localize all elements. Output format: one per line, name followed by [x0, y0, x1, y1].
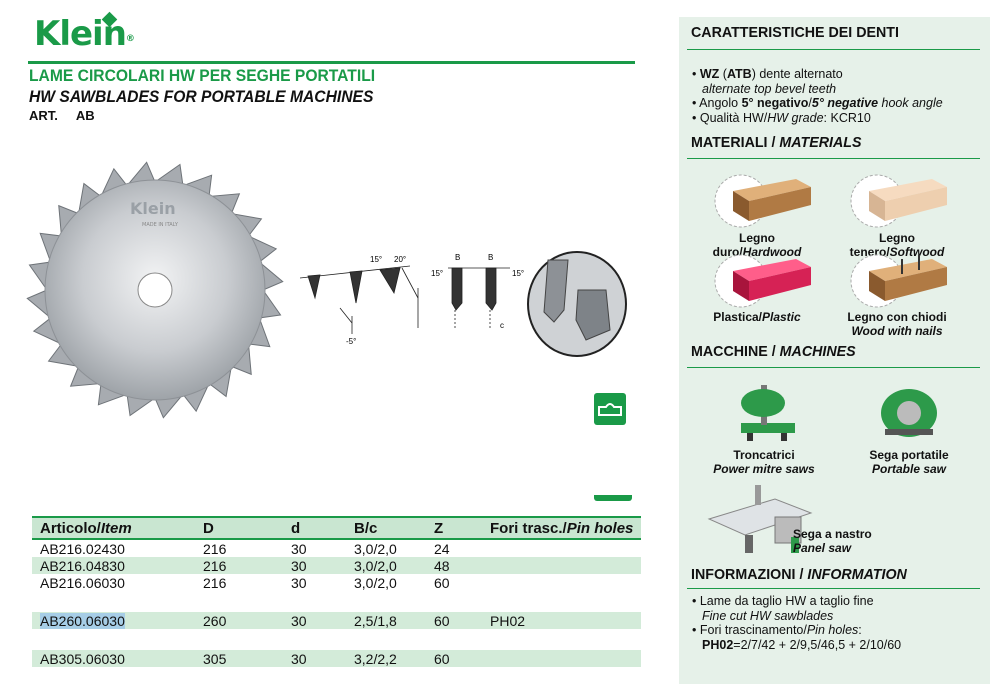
info-section-title: INFORMAZIONI / INFORMATION [691, 566, 907, 583]
sawblade-image: Klein MADE IN ITALY [26, 161, 284, 419]
cell-d: 30 [283, 650, 346, 667]
cell-pin: PH02 [482, 612, 641, 629]
col-header-d: d [283, 516, 346, 540]
teeth-features: • WZ (ATB) dente alternato alternate top… [692, 67, 943, 125]
cell-D: 216 [195, 557, 283, 574]
cell-z: 24 [434, 540, 450, 557]
cell-z: 60 [434, 574, 450, 591]
cell-z: 60 [426, 612, 482, 629]
cell-d: 30 [283, 557, 346, 574]
section-divider [687, 588, 980, 589]
teeth-section-title: CARATTERISTICHE DEI DENTI [691, 24, 899, 41]
machines-section-title: MACCHINE / MACHINES [691, 343, 856, 360]
angle-15c-label: 15° [512, 269, 524, 278]
tooth-zoom-image [527, 251, 627, 357]
cell-d: 30 [291, 540, 307, 557]
table-spacer [32, 591, 641, 612]
cell-z: 48 [426, 557, 482, 574]
panel-saw-icon [707, 485, 813, 553]
klein-logo: Klein® [34, 14, 135, 54]
cell-z: 60 [426, 650, 482, 667]
softwood-icon [850, 174, 947, 228]
cell-pin [482, 574, 641, 591]
blade-brand: Klein [130, 199, 176, 218]
tooth-geometry-diagram: 15° 20° 15° 15° -5° B B c [299, 253, 524, 346]
table-header-row: Articolo/Item D d B/c Z Fori trasc./Pin … [32, 516, 641, 540]
blade-made-in: MADE IN ITALY [142, 222, 179, 228]
cell-bc: 3,0/2,0 [346, 557, 426, 574]
plastic-icon [714, 254, 811, 308]
portable-saw-icon [881, 389, 937, 437]
b-label-1: B [455, 253, 460, 262]
cell-item[interactable]: AB260.06030 [32, 612, 195, 629]
cell-pin [482, 539, 641, 557]
col-header-pin-holes: Fori trasc./Pin holes [482, 516, 641, 540]
cell-D: 216 [203, 540, 227, 557]
cell-item: AB216.02430 [40, 540, 125, 557]
cell-bc: 3,0/2,0 [354, 540, 397, 557]
col-header-bc: B/c [346, 516, 426, 540]
cell-pin [482, 557, 641, 574]
cell-D: 216 [203, 574, 227, 591]
col-header-z: Z [426, 516, 482, 540]
cell-d: 30 [291, 574, 307, 591]
pin-hole-icon-partial [594, 495, 632, 501]
cell-item: AB305.06030 [32, 650, 195, 667]
cell-pin [482, 650, 641, 667]
cell-bc: 2,5/1,8 [346, 612, 426, 629]
hook-angle-label: -5° [346, 337, 356, 346]
section-divider [687, 49, 980, 50]
hardwood-icon [714, 174, 811, 228]
title-italian: LAME CIRCOLARI HW PER SEGHE PORTATILI [29, 66, 376, 85]
col-header-D: D [195, 516, 283, 540]
table-spacer [32, 629, 641, 650]
materials-section-title: MATERIALI / MATERIALS [691, 134, 862, 151]
cell-bc: 3,0/2,0 [354, 574, 397, 591]
article-line: ART.AB [29, 108, 95, 123]
angle-15-label: 15° [370, 255, 382, 264]
wood-with-nails-icon [850, 254, 947, 308]
pin-hole-icon [594, 393, 626, 425]
header-rule [28, 61, 635, 64]
mitre-saw-icon [741, 385, 795, 441]
col-header-item: Articolo/Item [32, 516, 195, 540]
section-divider [687, 367, 980, 368]
cell-D: 305 [195, 650, 283, 667]
table-row[interactable]: AB216.06030 216 30 3,0/2,0 60 [32, 574, 641, 591]
cell-item: AB216.04830 [32, 557, 195, 574]
table-row[interactable]: AB216.04830 216 30 3,0/2,0 48 [32, 557, 641, 574]
material-hardwood: Legno duro/Hardwood [712, 231, 802, 259]
cell-d: 30 [283, 612, 346, 629]
material-plastic: Plastica/Plastic [713, 310, 801, 324]
table-row[interactable]: AB305.06030 305 30 3,2/2,2 60 [32, 650, 641, 667]
section-divider [687, 158, 980, 159]
angle-20-label: 20° [394, 255, 406, 264]
table-row[interactable]: AB216.02430 216 30 3,0/2,0 24 [32, 539, 641, 557]
info-list: • Lame da taglio HW a taglio fine Fine c… [692, 594, 902, 652]
title-english: HW SAWBLADES FOR PORTABLE MACHINES [29, 87, 374, 106]
c-label: c [500, 321, 504, 330]
selected-item-text[interactable]: AB260.06030 [40, 612, 125, 629]
cell-D: 260 [195, 612, 283, 629]
table-row-selected[interactable]: AB260.06030 260 30 2,5/1,8 60 PH02 [32, 612, 641, 629]
angle-15b-label: 15° [431, 269, 443, 278]
cell-bc: 3,2/2,2 [346, 650, 426, 667]
cell-item: AB216.06030 [40, 574, 125, 591]
spec-panel: CARATTERISTICHE DEI DENTI • WZ (ATB) den… [679, 17, 990, 684]
product-table: Articolo/Item D d B/c Z Fori trasc./Pin … [32, 516, 641, 667]
b-label-2: B [488, 253, 493, 262]
